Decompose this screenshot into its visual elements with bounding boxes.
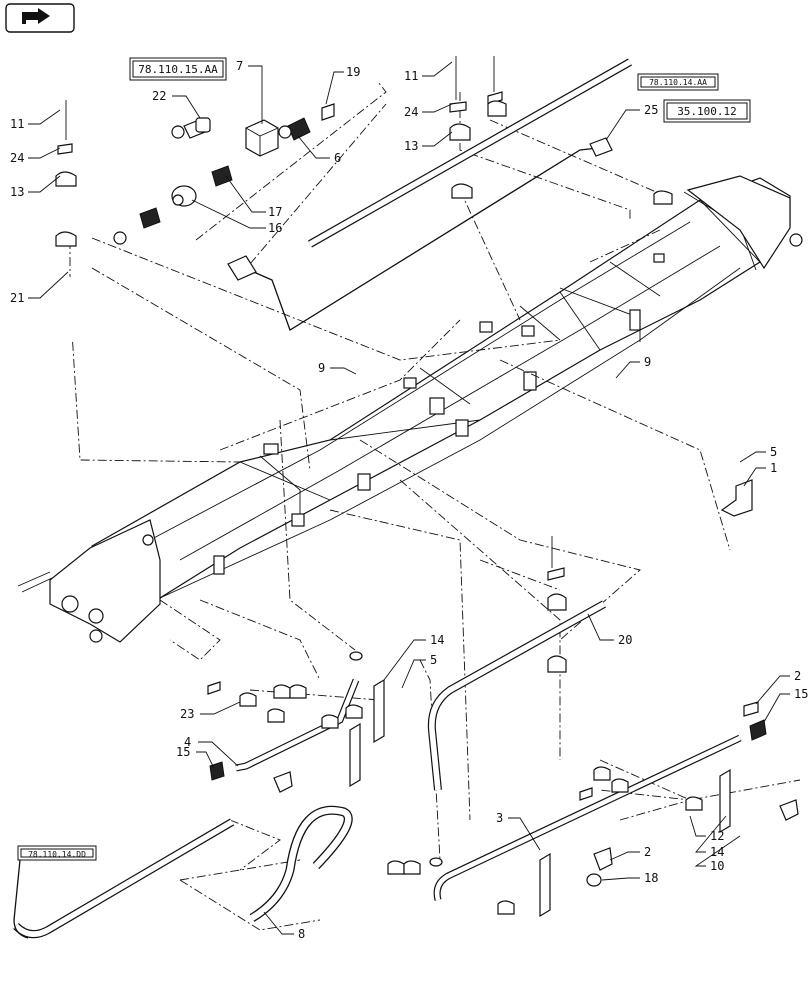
callout-8[interactable]: 8 xyxy=(298,927,305,941)
callout-19[interactable]: 19 xyxy=(346,65,360,79)
callout-5[interactable]: 5 xyxy=(770,445,777,459)
callout-leaders xyxy=(28,61,790,935)
callout-6[interactable]: 6 xyxy=(334,151,341,165)
back-arrow-icon xyxy=(22,8,50,24)
ref-78-110-14-aa[interactable]: 78.110.14.AA xyxy=(637,73,719,91)
callout-17[interactable]: 17 xyxy=(268,205,282,219)
back-button[interactable] xyxy=(5,3,75,33)
callout-15[interactable]: 15 xyxy=(794,687,808,701)
ref-label: 35.100.12 xyxy=(677,105,737,118)
ref-78-110-15-aa[interactable]: 78.110.15.AA xyxy=(129,57,227,81)
callout-25[interactable]: 25 xyxy=(644,103,658,117)
callout-20[interactable]: 20 xyxy=(618,633,632,647)
callout-12[interactable]: 12 xyxy=(710,829,724,843)
callout-24[interactable]: 24 xyxy=(404,105,418,119)
ref-label: 78.110.14.DD xyxy=(28,850,86,859)
callout-9[interactable]: 9 xyxy=(318,361,325,375)
callout-16[interactable]: 16 xyxy=(268,221,282,235)
callout-14[interactable]: 14 xyxy=(430,633,444,647)
upper-hose-fittings xyxy=(27,56,673,341)
callout-11[interactable]: 11 xyxy=(10,117,24,131)
boom-assembly xyxy=(17,175,803,643)
callout-13[interactable]: 13 xyxy=(10,185,24,199)
assembly-guide-lines xyxy=(69,81,801,931)
callout-24[interactable]: 24 xyxy=(10,151,24,165)
callout-1[interactable]: 1 xyxy=(770,461,777,475)
callout-3[interactable]: 3 xyxy=(496,811,503,825)
callout-11[interactable]: 11 xyxy=(404,69,418,83)
callout-13[interactable]: 13 xyxy=(404,139,418,153)
callout-9[interactable]: 9 xyxy=(644,355,651,369)
ref-label: 78.110.14.AA xyxy=(649,78,707,87)
callout-10[interactable]: 10 xyxy=(710,859,724,873)
reference-labels: 78.110.15.AA 78.110.14.AA 35.100.12 78.1… xyxy=(13,57,751,939)
callout-21[interactable]: 21 xyxy=(10,291,24,305)
callout-7[interactable]: 7 xyxy=(236,59,243,73)
callout-2[interactable]: 2 xyxy=(644,845,651,859)
callout-23[interactable]: 23 xyxy=(180,707,194,721)
callout-22[interactable]: 22 xyxy=(152,89,166,103)
callout-4[interactable]: 4 xyxy=(184,735,191,749)
ref-78-110-14-dd[interactable]: 78.110.14.DD xyxy=(13,845,97,939)
ref-35-100-12[interactable]: 35.100.12 xyxy=(663,99,751,123)
callout-2[interactable]: 2 xyxy=(794,669,801,683)
callout-numbers: 11 24 13 21 22 7 19 6 17 16 11 24 13 25 … xyxy=(10,59,808,941)
callout-14[interactable]: 14 xyxy=(710,845,724,859)
lower-hose-fittings xyxy=(13,479,799,939)
callout-18[interactable]: 18 xyxy=(644,871,658,885)
ref-label: 78.110.15.AA xyxy=(138,63,218,76)
callout-5[interactable]: 5 xyxy=(430,653,437,667)
callout-15[interactable]: 15 xyxy=(176,745,190,759)
